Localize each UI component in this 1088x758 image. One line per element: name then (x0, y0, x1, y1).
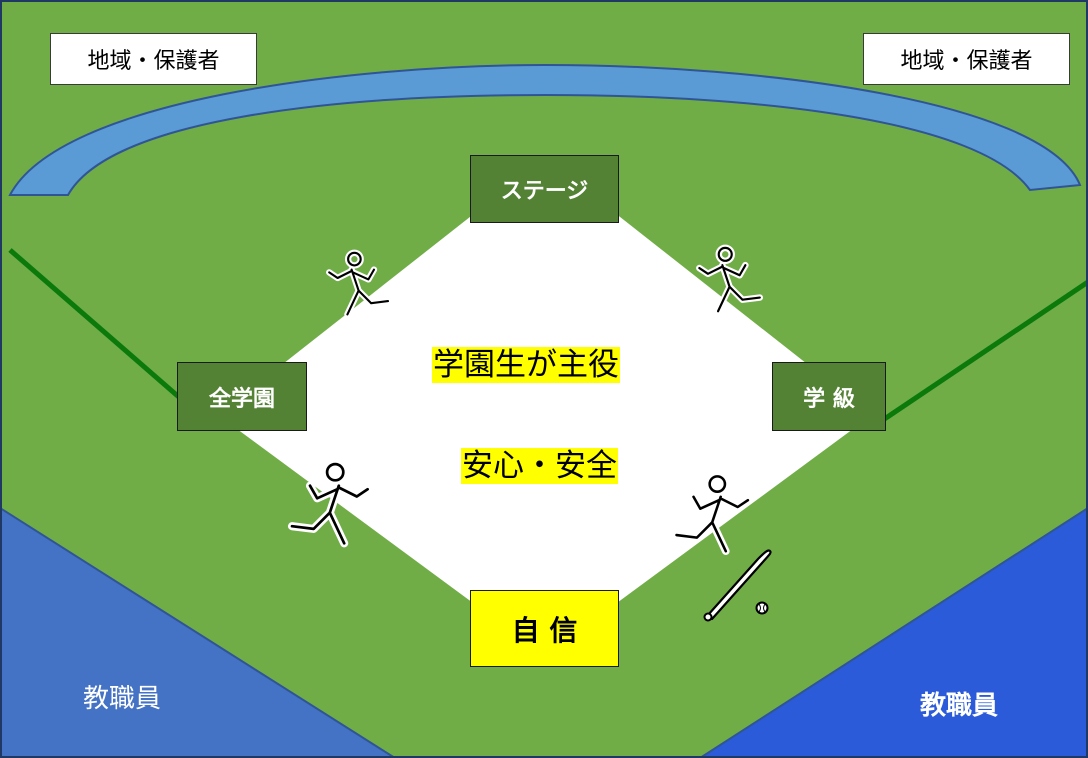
runner-icon (672, 472, 752, 556)
base-whole-school: 全学園 (177, 362, 307, 431)
base-class: 学 級 (772, 362, 886, 431)
baseball-icon (755, 601, 769, 615)
river-arc (8, 63, 1082, 196)
runner-icon (287, 460, 372, 548)
staff-label-right: 教職員 (920, 691, 999, 721)
community-box-left: 地域・保護者 (50, 33, 257, 85)
students-main-role-text: 学園生が主役 (432, 347, 620, 383)
community-box-right: 地域・保護者 (863, 33, 1070, 85)
staff-area-left (0, 506, 397, 758)
runner-icon (696, 244, 764, 315)
staff-area-right (698, 506, 1088, 758)
staff-label-left: 教職員 (83, 684, 162, 714)
foul-line-right (878, 279, 1088, 425)
foul-line-left (8, 248, 182, 400)
infield-diamond (218, 158, 872, 656)
base-confidence: 自 信 (470, 590, 619, 667)
runner-icon (326, 249, 392, 318)
baseball-bat-icon (703, 549, 772, 622)
safety-text: 安心・安全 (461, 448, 618, 484)
base-stage: ステージ (470, 155, 619, 223)
